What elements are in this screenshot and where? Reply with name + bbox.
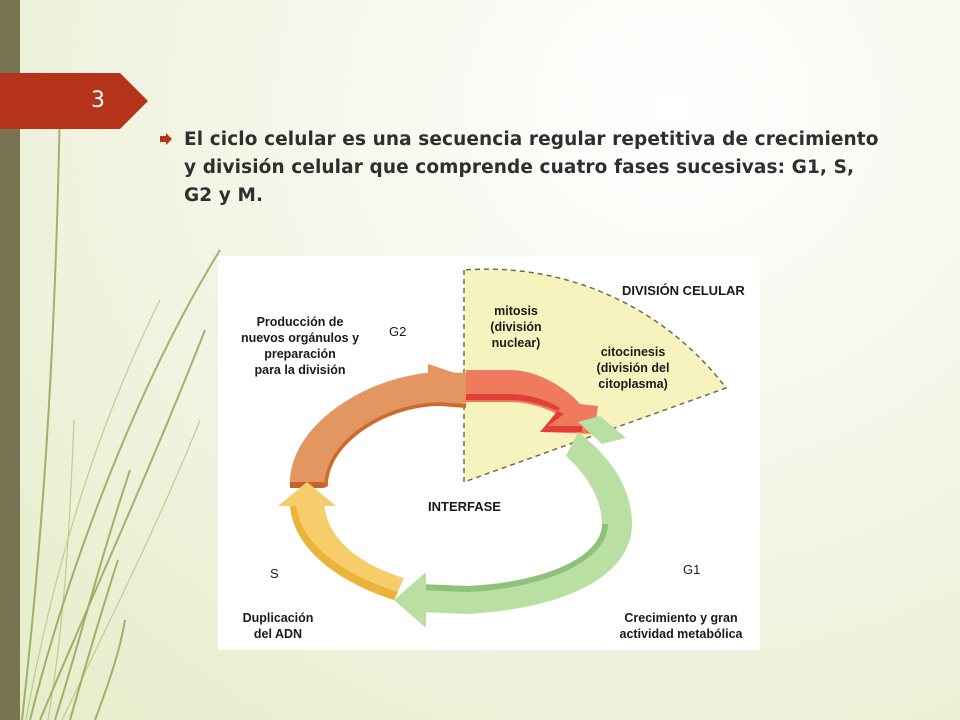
- s-label: S: [270, 566, 279, 581]
- g2-label: G2: [389, 324, 407, 339]
- g2-description: Producción de nuevos orgánulos y prepara…: [240, 315, 360, 377]
- g2-arrow-head: [428, 364, 464, 394]
- g1-label: G1: [683, 562, 701, 577]
- page-number-tab: [0, 73, 148, 129]
- arrow-bullet-icon: [160, 133, 172, 145]
- left-decorative-bar: [0, 0, 20, 720]
- division-title: DIVISIÓN CELULAR: [622, 283, 745, 298]
- g1-arc: [418, 432, 632, 614]
- g2-arc: [289, 372, 466, 488]
- body-paragraph: El ciclo celular es una secuencia regula…: [184, 129, 879, 206]
- interfase-label: INTERFASE: [428, 499, 501, 514]
- page-number: 3: [91, 88, 105, 113]
- mitosis-label: mitosis (división nuclear): [490, 304, 542, 350]
- s-description: Duplicación del ADN: [242, 611, 314, 641]
- g1-arrow-head: [394, 572, 426, 628]
- division-wedge: [463, 268, 728, 484]
- s-arc: [290, 502, 404, 600]
- cell-cycle-diagram: DIVISIÓN CELULAR mitosis (división nucle…: [218, 256, 760, 650]
- citocinesis-label: citocinesis (división del citoplasma): [596, 345, 670, 391]
- g1-description: Crecimiento y gran actividad metabólica: [619, 611, 743, 641]
- s-arrow-head: [278, 482, 336, 506]
